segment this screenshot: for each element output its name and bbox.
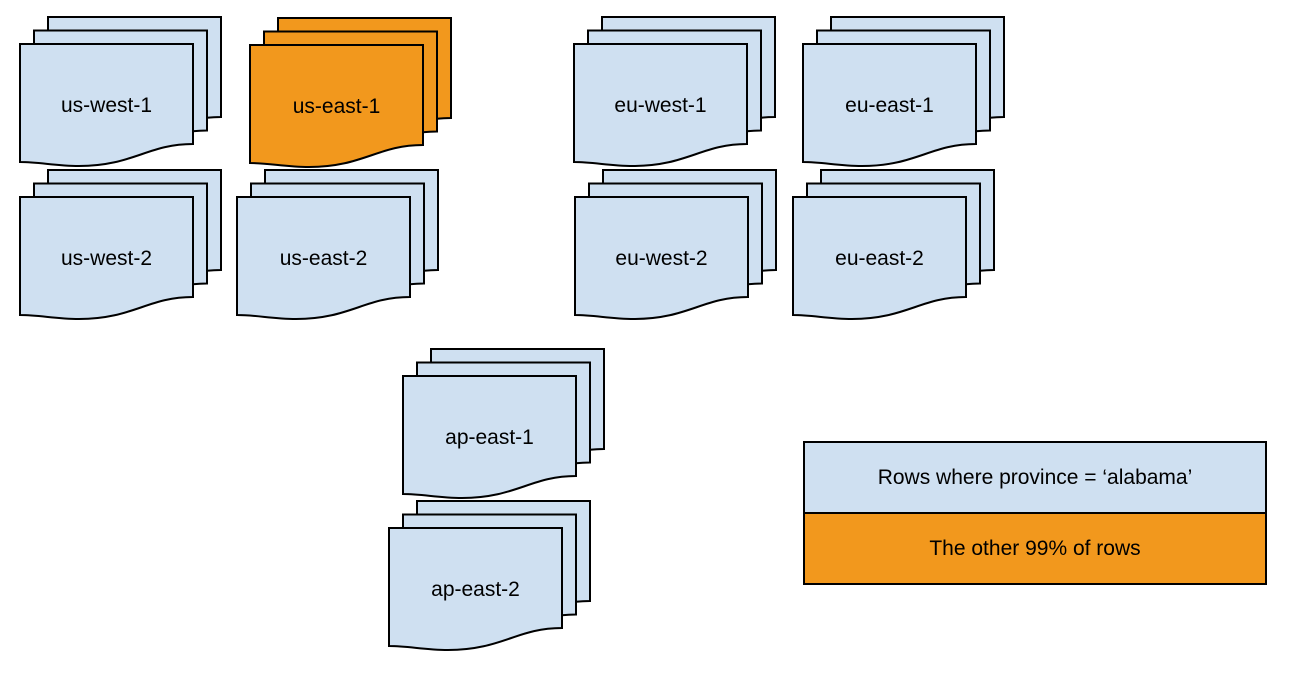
region-label-eu-west-2: eu-west-2: [615, 247, 708, 270]
region-stack-eu-east-2: eu-east-2: [791, 168, 995, 321]
legend-item-other-rows: The other 99% of rows: [805, 512, 1265, 583]
region-stack-us-east-2: us-east-2: [235, 168, 439, 321]
region-label-eu-west-1: eu-west-1: [614, 94, 707, 117]
document-stack-icon: [792, 169, 995, 320]
region-label-us-east-2: us-east-2: [279, 247, 368, 270]
region-stack-us-west-2: us-west-2: [18, 168, 222, 321]
document-stack-icon: [249, 17, 452, 168]
region-label-ap-east-2: ap-east-2: [431, 578, 520, 601]
region-stack-eu-east-1: eu-east-1: [801, 15, 1005, 168]
region-label-us-east-1: us-east-1: [292, 95, 381, 118]
legend-item-alabama-rows: Rows where province = ‘alabama’: [805, 443, 1265, 512]
region-label-eu-east-1: eu-east-1: [845, 94, 934, 117]
region-label-us-west-1: us-west-1: [60, 94, 153, 117]
legend-item-other-label: The other 99% of rows: [929, 536, 1141, 560]
region-stack-us-east-1: us-east-1: [248, 16, 452, 169]
region-stack-us-west-1: us-west-1: [18, 15, 222, 168]
region-stack-eu-west-2: eu-west-2: [573, 168, 777, 321]
document-stack-icon: [402, 348, 605, 499]
legend-item-alabama-label: Rows where province = ‘alabama’: [877, 465, 1193, 489]
region-label-ap-east-1: ap-east-1: [445, 426, 534, 449]
document-stack-icon: [573, 16, 776, 167]
region-label-us-west-2: us-west-2: [60, 247, 153, 270]
region-stack-ap-east-1: ap-east-1: [401, 347, 605, 500]
document-stack-icon: [388, 500, 591, 651]
document-stack-icon: [19, 169, 222, 320]
region-stack-ap-east-2: ap-east-2: [387, 499, 591, 652]
region-stack-eu-west-1: eu-west-1: [572, 15, 776, 168]
document-stack-icon: [802, 16, 1005, 167]
region-label-eu-east-2: eu-east-2: [835, 247, 924, 270]
document-stack-icon: [574, 169, 777, 320]
document-stack-icon: [19, 16, 222, 167]
document-stack-icon: [236, 169, 439, 320]
legend: Rows where province = ‘alabama’ The othe…: [803, 441, 1267, 585]
